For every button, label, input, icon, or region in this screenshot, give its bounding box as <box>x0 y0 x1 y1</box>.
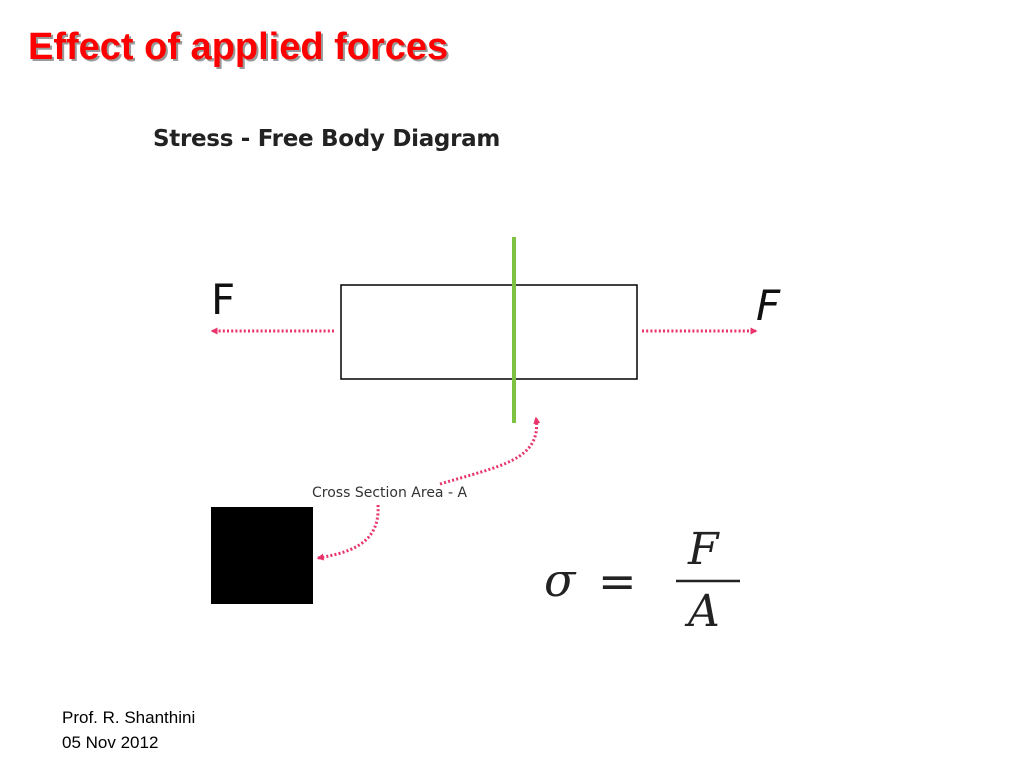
diagram-title: Stress - Free Body Diagram <box>153 126 501 152</box>
formula-numerator: F <box>687 524 720 575</box>
cross-section-label: Cross Section Area - A <box>312 485 467 501</box>
footer-date: 05 Nov 2012 <box>62 733 159 752</box>
force-label-left: F <box>211 275 235 324</box>
force-label-right: F <box>756 281 781 330</box>
formula-sigma: σ <box>544 553 577 607</box>
cross-section-area-square <box>211 507 313 604</box>
formula-equals: = <box>598 554 637 608</box>
slide-title: Effect of applied forces <box>28 26 449 68</box>
formula-denominator: A <box>684 586 720 637</box>
body-rectangle <box>340 284 638 380</box>
cross-section-pointer-upper <box>439 416 541 486</box>
cross-section-pointer-lower <box>316 504 380 561</box>
footer-author: Prof. R. Shanthini <box>62 708 196 727</box>
